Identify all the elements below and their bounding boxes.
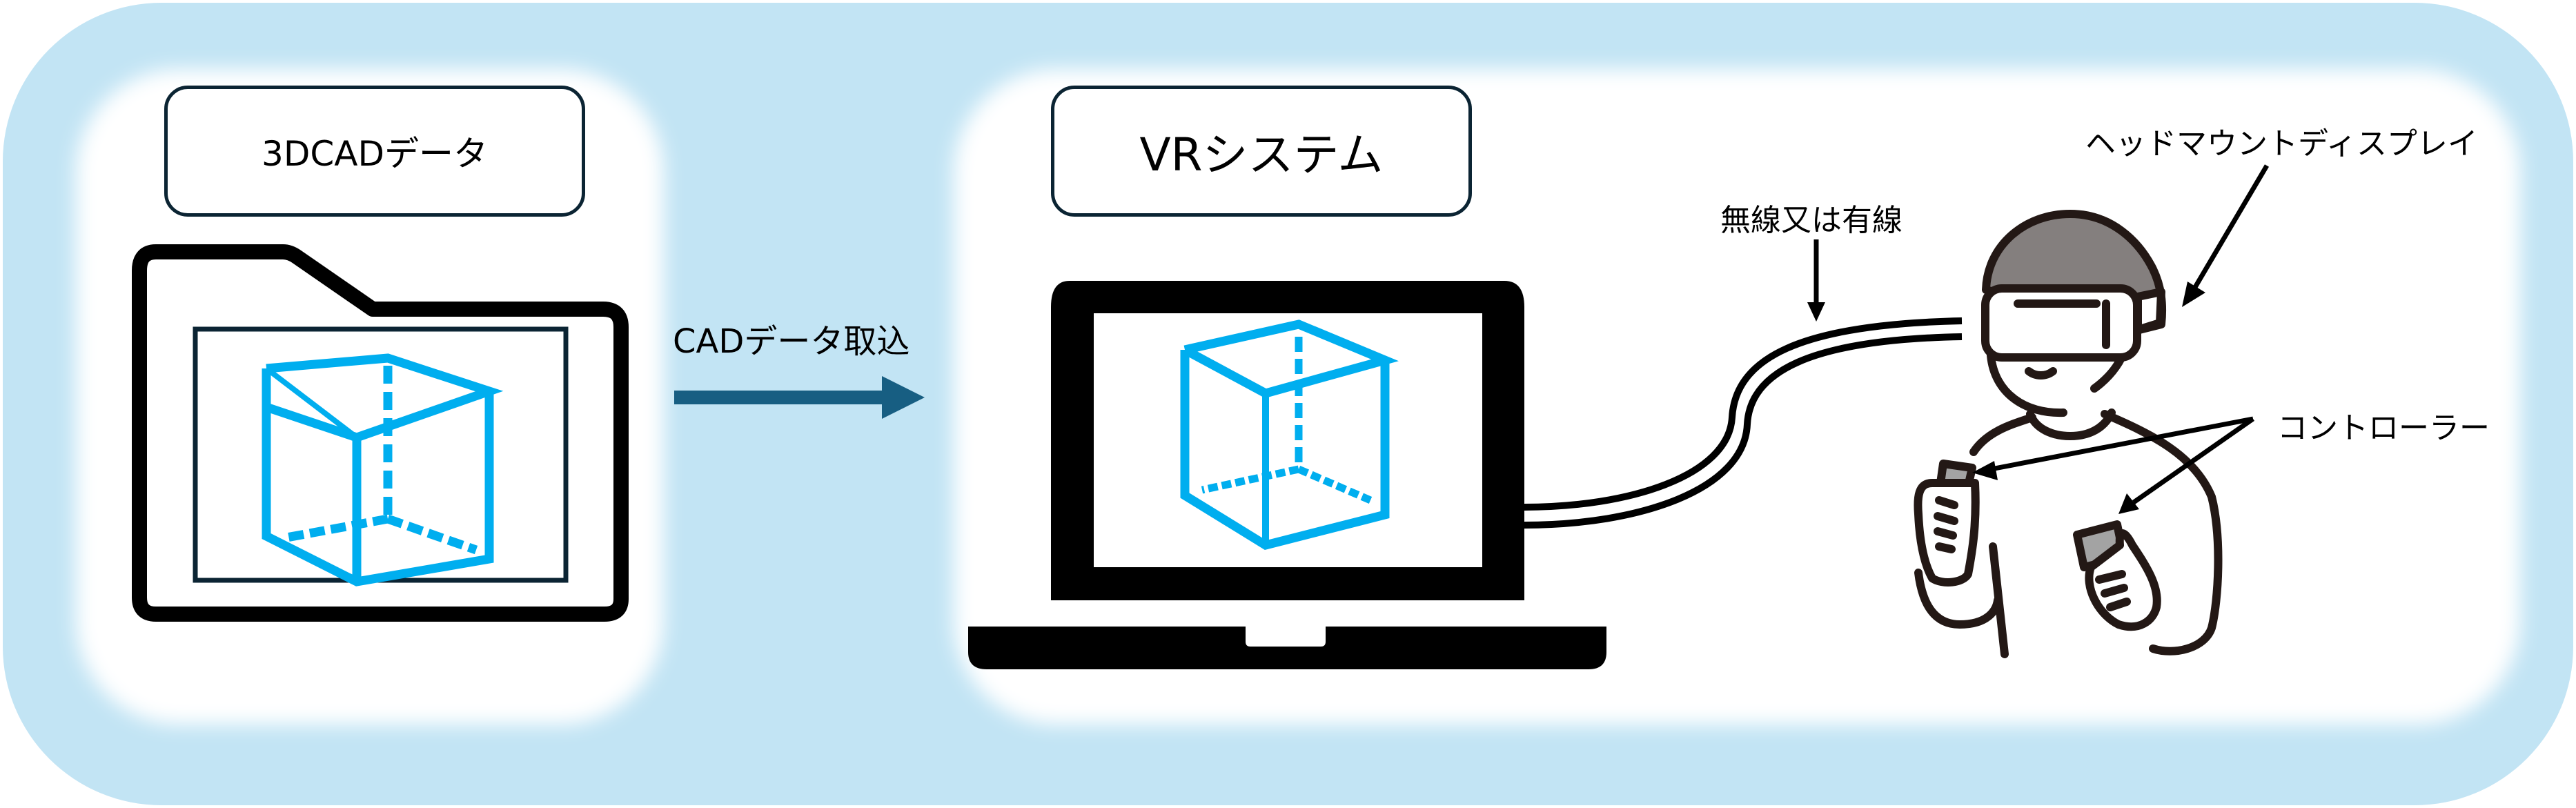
arrow-right-icon [674, 376, 925, 419]
vr-system-label-box: VRシステム [1051, 86, 1472, 217]
screen-cube-icon [1180, 319, 1399, 550]
laptop-icon [968, 281, 1606, 669]
folder-cube-icon [262, 353, 504, 587]
connection-label: 無線又は有線 [1720, 203, 1902, 238]
hmd-label: ヘッドマウントディスプレイ [2085, 126, 2478, 161]
cable-icon [1524, 317, 1963, 529]
vr-system-title: VRシステム [1139, 128, 1384, 181]
3dcad-data-label-box: 3DCADデータ [164, 86, 585, 217]
cad-import-label: CADデータ取込 [673, 322, 910, 361]
hmd-pointer-arrow [2182, 164, 2270, 307]
connection-pointer-arrow [1807, 239, 1825, 322]
person-illustration [1914, 210, 2223, 658]
controller-label: コントローラー [2277, 411, 2490, 446]
3dcad-data-title: 3DCADデータ [262, 134, 488, 174]
controller-pointer-arrows [1972, 416, 2255, 514]
